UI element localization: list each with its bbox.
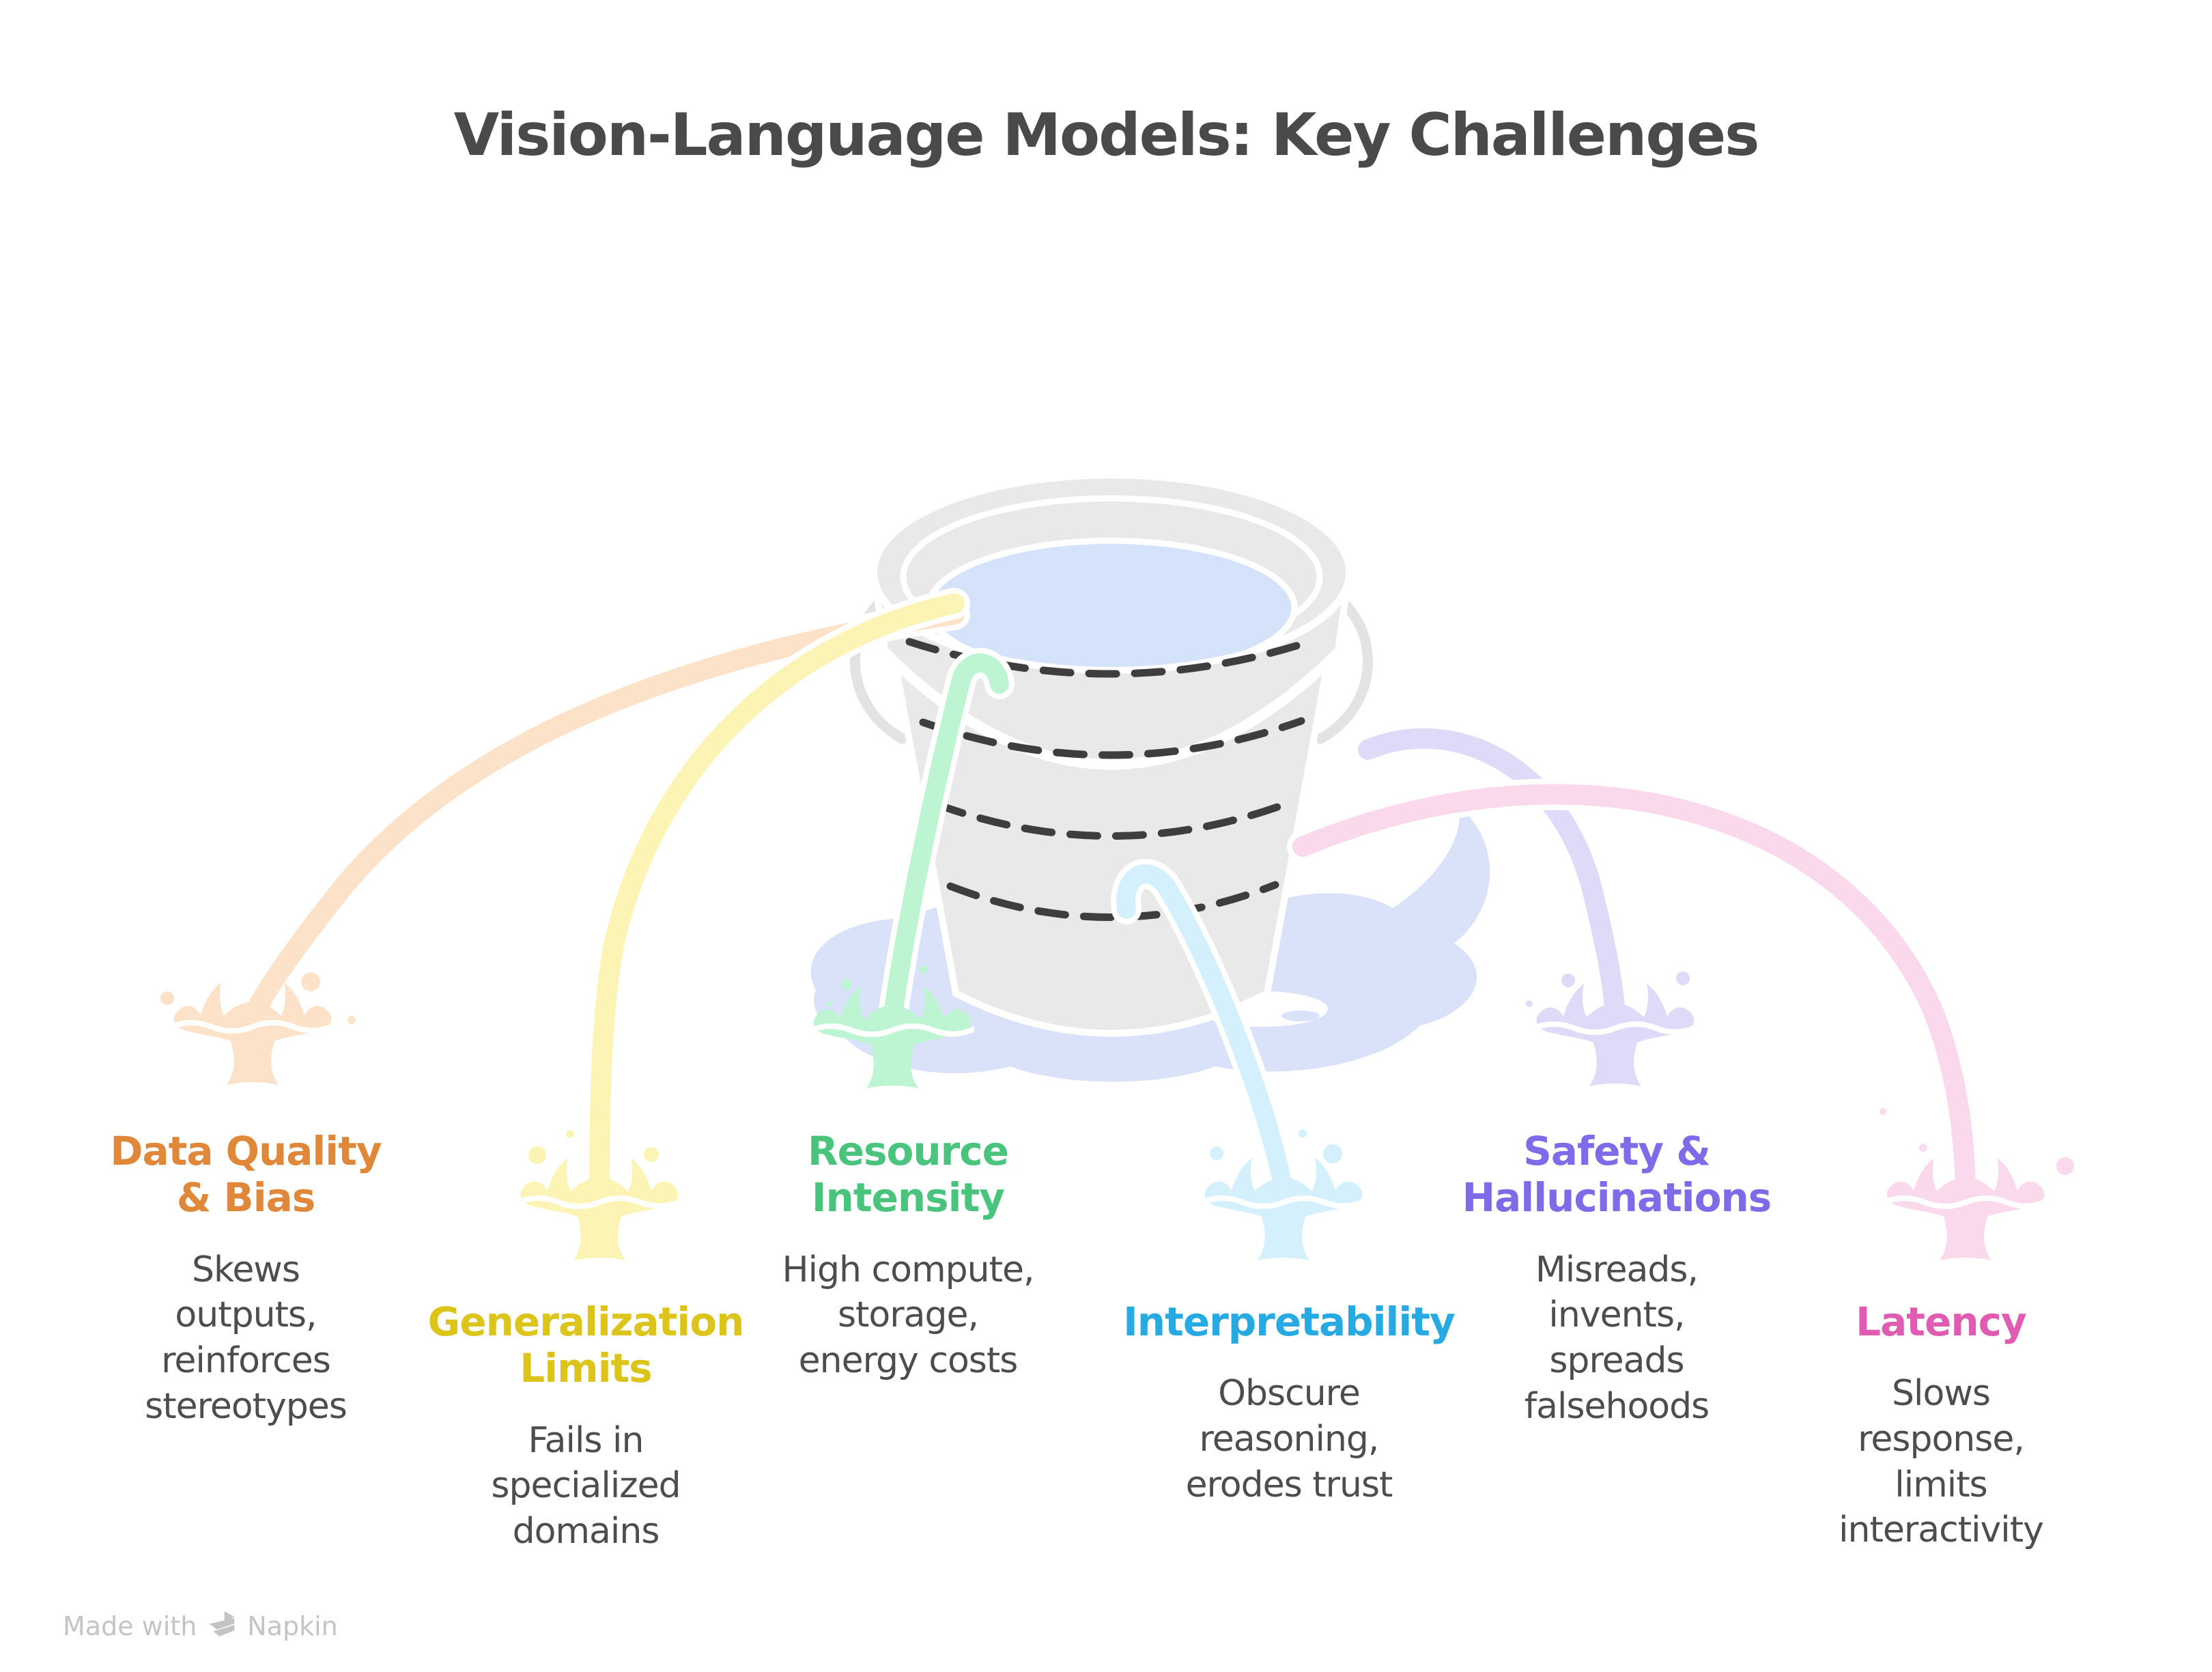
stream-generalization [589,593,965,1197]
challenge-interpretability: Interpretability Obscure reasoning, erod… [1070,1299,1507,1507]
splash-safety [1526,972,1697,1086]
bucket-rim-band [870,573,1352,766]
puddle-dot [1338,1020,1400,1039]
challenge-data-quality-bias: Data Quality & Bias Skews outputs, reinf… [27,1128,464,1429]
challenge-title: Latency [1856,1299,2027,1345]
leak-dash-line-2 [919,717,1305,759]
splash-generalization [517,1130,681,1260]
stream-data-quality [245,604,965,1022]
splash-resource [810,965,974,1088]
splash-interpretability [1202,1129,1365,1260]
challenge-safety-hallucinations: Safety & Hallucinations Misreads, invent… [1398,1128,1835,1429]
splash-latency [1880,1108,2074,1260]
challenge-description: Fails in specialized domains [491,1419,681,1552]
challenge-title: Safety & Hallucinations [1462,1128,1772,1221]
puddle-dot [1281,1010,1320,1021]
napkin-logo-icon [209,1611,235,1636]
challenge-generalization-limits: Generalization Limits Fails in specializ… [367,1299,804,1555]
stream-latency [1292,784,1976,1198]
challenge-description: Slows response, limits interactivity [1839,1373,2044,1551]
challenge-title: Generalization Limits [427,1299,745,1392]
page-title: Vision-Language Models: Key Challenges [453,101,1760,169]
leak-streams [240,588,1981,1204]
challenge-description: Obscure reasoning, erodes trust [1185,1373,1393,1505]
stream-resource [883,653,1009,1028]
challenge-resource-intensity: Resource Intensity High compute, storage… [690,1128,1126,1384]
leak-dash-line-3 [933,799,1293,840]
stream-safety [1358,728,1626,1026]
challenge-description: Skews outputs, reinforces stereotypes [145,1249,348,1427]
made-with-label: Made with [63,1611,197,1641]
leak-dash-line-4 [946,881,1279,921]
bucket-group [870,472,1352,1037]
challenge-description: Misreads, invents, spreads falsehoods [1524,1249,1710,1427]
challenge-title: Interpretability [1123,1299,1456,1345]
challenge-title: Resource Intensity [808,1128,1009,1221]
challenge-latency: Latency Slows response, limits interacti… [1722,1299,2159,1553]
stream-interpretability [1116,864,1293,1198]
challenge-title: Data Quality & Bias [110,1128,382,1221]
challenge-description: High compute, storage, energy costs [782,1249,1035,1381]
napkin-brand-label: Napkin [247,1611,338,1641]
made-with-napkin-credit: Made with Napkin [63,1611,338,1641]
splash-data-quality [160,972,356,1085]
